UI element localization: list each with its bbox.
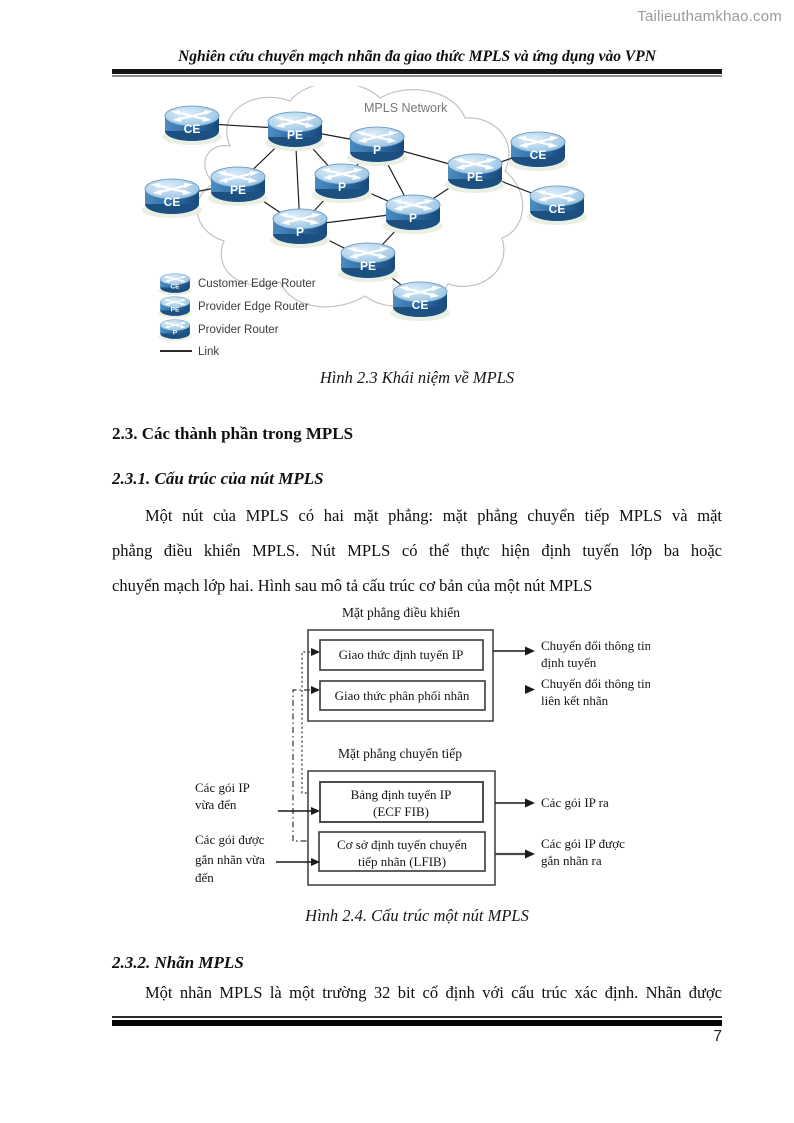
paragraph-node-structure: Một nút của MPLS có hai mặt phẳng: mặt p… <box>112 498 722 603</box>
incoming-ip-label: vừa đến <box>195 797 237 812</box>
router-node-p: P <box>346 126 408 167</box>
router-label: PE <box>171 307 180 314</box>
fib-label: (ECF FIB) <box>373 804 429 819</box>
router-node-ce: CE <box>526 185 588 226</box>
legend-label-pe: Provider Edge Router <box>198 301 309 313</box>
router-label: P <box>296 225 304 239</box>
paragraph-line: Một nhãn MPLS là một trường 32 bit cố đị… <box>145 983 722 1002</box>
figure-mpls-network: MPLS Network CE PE P CE P <box>141 86 588 358</box>
arrowhead <box>525 646 535 656</box>
label-binding-info-label: Chuyển đổi thông tin <box>541 676 650 691</box>
router-node-ce: CE <box>389 281 451 322</box>
incoming-ip-label: Các gói IP <box>195 780 250 795</box>
legend-label-ce: Customer Edge Router <box>198 278 316 290</box>
routing-protocol-label: Giao thức định tuyến IP <box>339 647 464 662</box>
router-label: CE <box>530 148 547 162</box>
router-label: CE <box>170 284 180 291</box>
paragraph-line: chuyển mạch lớp hai. Hình sau mô tả cấu … <box>112 576 593 595</box>
paragraph-line: Một nút của MPLS có hai mặt phẳng: mặt p… <box>145 506 722 525</box>
incoming-labeled-label: Các gói được <box>195 832 265 847</box>
outgoing-ip-label: Các gói IP ra <box>541 795 609 810</box>
control-to-fib-dashed-line <box>301 651 311 794</box>
arrowhead <box>311 648 320 656</box>
routing-info-label: định tuyến <box>541 655 597 670</box>
router-node-ce: CE <box>161 105 223 146</box>
router-node-ce: CE <box>507 131 569 172</box>
router-label: P <box>409 211 417 225</box>
p-router-icon: P <box>157 319 193 342</box>
legend-label-p: Provider Router <box>198 324 279 336</box>
router-label: CE <box>164 195 181 209</box>
router-label: PE <box>287 128 303 142</box>
router-label: PE <box>360 259 376 273</box>
control-plane-title: Mặt phẳng điều khiển <box>342 605 460 620</box>
router-node-p: P <box>311 163 373 204</box>
router-label: P <box>373 143 381 157</box>
forwarding-plane-title: Mặt phẳng chuyển tiếp <box>338 746 462 761</box>
router-node-pe: PE <box>264 111 326 152</box>
figure-2-3-caption: Hình 2.3 Khái niệm về MPLS <box>319 368 515 387</box>
legend-label-link: Link <box>198 346 219 358</box>
router-label: CE <box>549 202 566 216</box>
routing-protocol-box <box>319 639 484 671</box>
page-number: 7 <box>713 1028 722 1045</box>
routing-info-label: Chuyển đổi thông tin <box>541 638 650 653</box>
router-node-p: P <box>269 208 331 249</box>
footer-rule-thick <box>112 1019 722 1026</box>
arrowhead <box>525 798 535 808</box>
router-label: CE <box>412 298 429 312</box>
label-distribution-box <box>319 680 486 711</box>
outgoing-labeled-label: gắn nhãn ra <box>541 853 602 868</box>
router-node-pe: PE <box>444 153 506 194</box>
watermark: Tailieuthamkhao.com <box>637 8 782 25</box>
paragraph-line: phẳng điều khiển MPLS. Nút MPLS có thể t… <box>112 541 722 560</box>
figure-legend: CE Customer Edge Router PE Provider Edge… <box>157 273 316 358</box>
router-label: CE <box>184 122 201 136</box>
arrowhead <box>311 807 320 815</box>
mpls-network-label: MPLS Network <box>364 101 448 115</box>
router-node-pe: PE <box>207 166 269 207</box>
lfib-label: Cơ sở định tuyến chuyển <box>337 837 468 852</box>
router-node-ce: CE <box>141 178 203 219</box>
paragraph-mpls-label: Một nhãn MPLS là một trường 32 bit cố đị… <box>112 975 722 1010</box>
section-heading-2-3: 2.3. Các thành phần trong MPLS <box>112 424 354 443</box>
router-node-pe: PE <box>337 242 399 283</box>
header-rule <box>112 69 722 74</box>
running-header: Nghiên cứu chuyển mạch nhãn đa giao thức… <box>178 48 656 65</box>
label-binding-info-label: liên kết nhãn <box>541 693 609 708</box>
router-node-p: P <box>382 194 444 235</box>
arrowhead <box>525 685 535 694</box>
outgoing-labeled-label: Các gói IP được <box>541 836 625 851</box>
figure-2-4-caption: Hình 2.4. Cấu trúc một nút MPLS <box>305 906 529 925</box>
incoming-labeled-label: gắn nhãn vừa <box>195 852 265 867</box>
fib-label: Bảng định tuyến IP <box>351 787 452 802</box>
lfib-label: tiếp nhãn (LFIB) <box>358 854 446 869</box>
incoming-labeled-label: đến <box>195 870 214 885</box>
lfib-box <box>318 831 486 872</box>
section-heading-2-3-1: 2.3.1. Cấu trúc của nút MPLS <box>112 469 324 488</box>
arrowhead <box>311 686 320 694</box>
section-heading-2-3-2: 2.3.2. Nhãn MPLS <box>112 953 244 972</box>
footer-rule <box>112 1016 722 1018</box>
ce-router-icon: CE <box>157 273 193 296</box>
label-distribution-label: Giao thức phân phối nhãn <box>335 688 470 703</box>
fib-box <box>319 781 484 823</box>
header-rule-shadow <box>112 74 722 77</box>
arrowhead <box>311 858 320 866</box>
router-label: P <box>338 180 346 194</box>
router-label: PE <box>230 183 246 197</box>
router-label: PE <box>467 170 483 184</box>
router-label: P <box>173 330 178 337</box>
pe-router-icon: PE <box>157 296 193 319</box>
control-to-lfib-dashed-line <box>292 689 311 842</box>
arrowhead <box>525 849 535 859</box>
figure-mpls-node-structure: Mặt phẳng điều khiển Giao thức định tuyế… <box>195 605 650 886</box>
